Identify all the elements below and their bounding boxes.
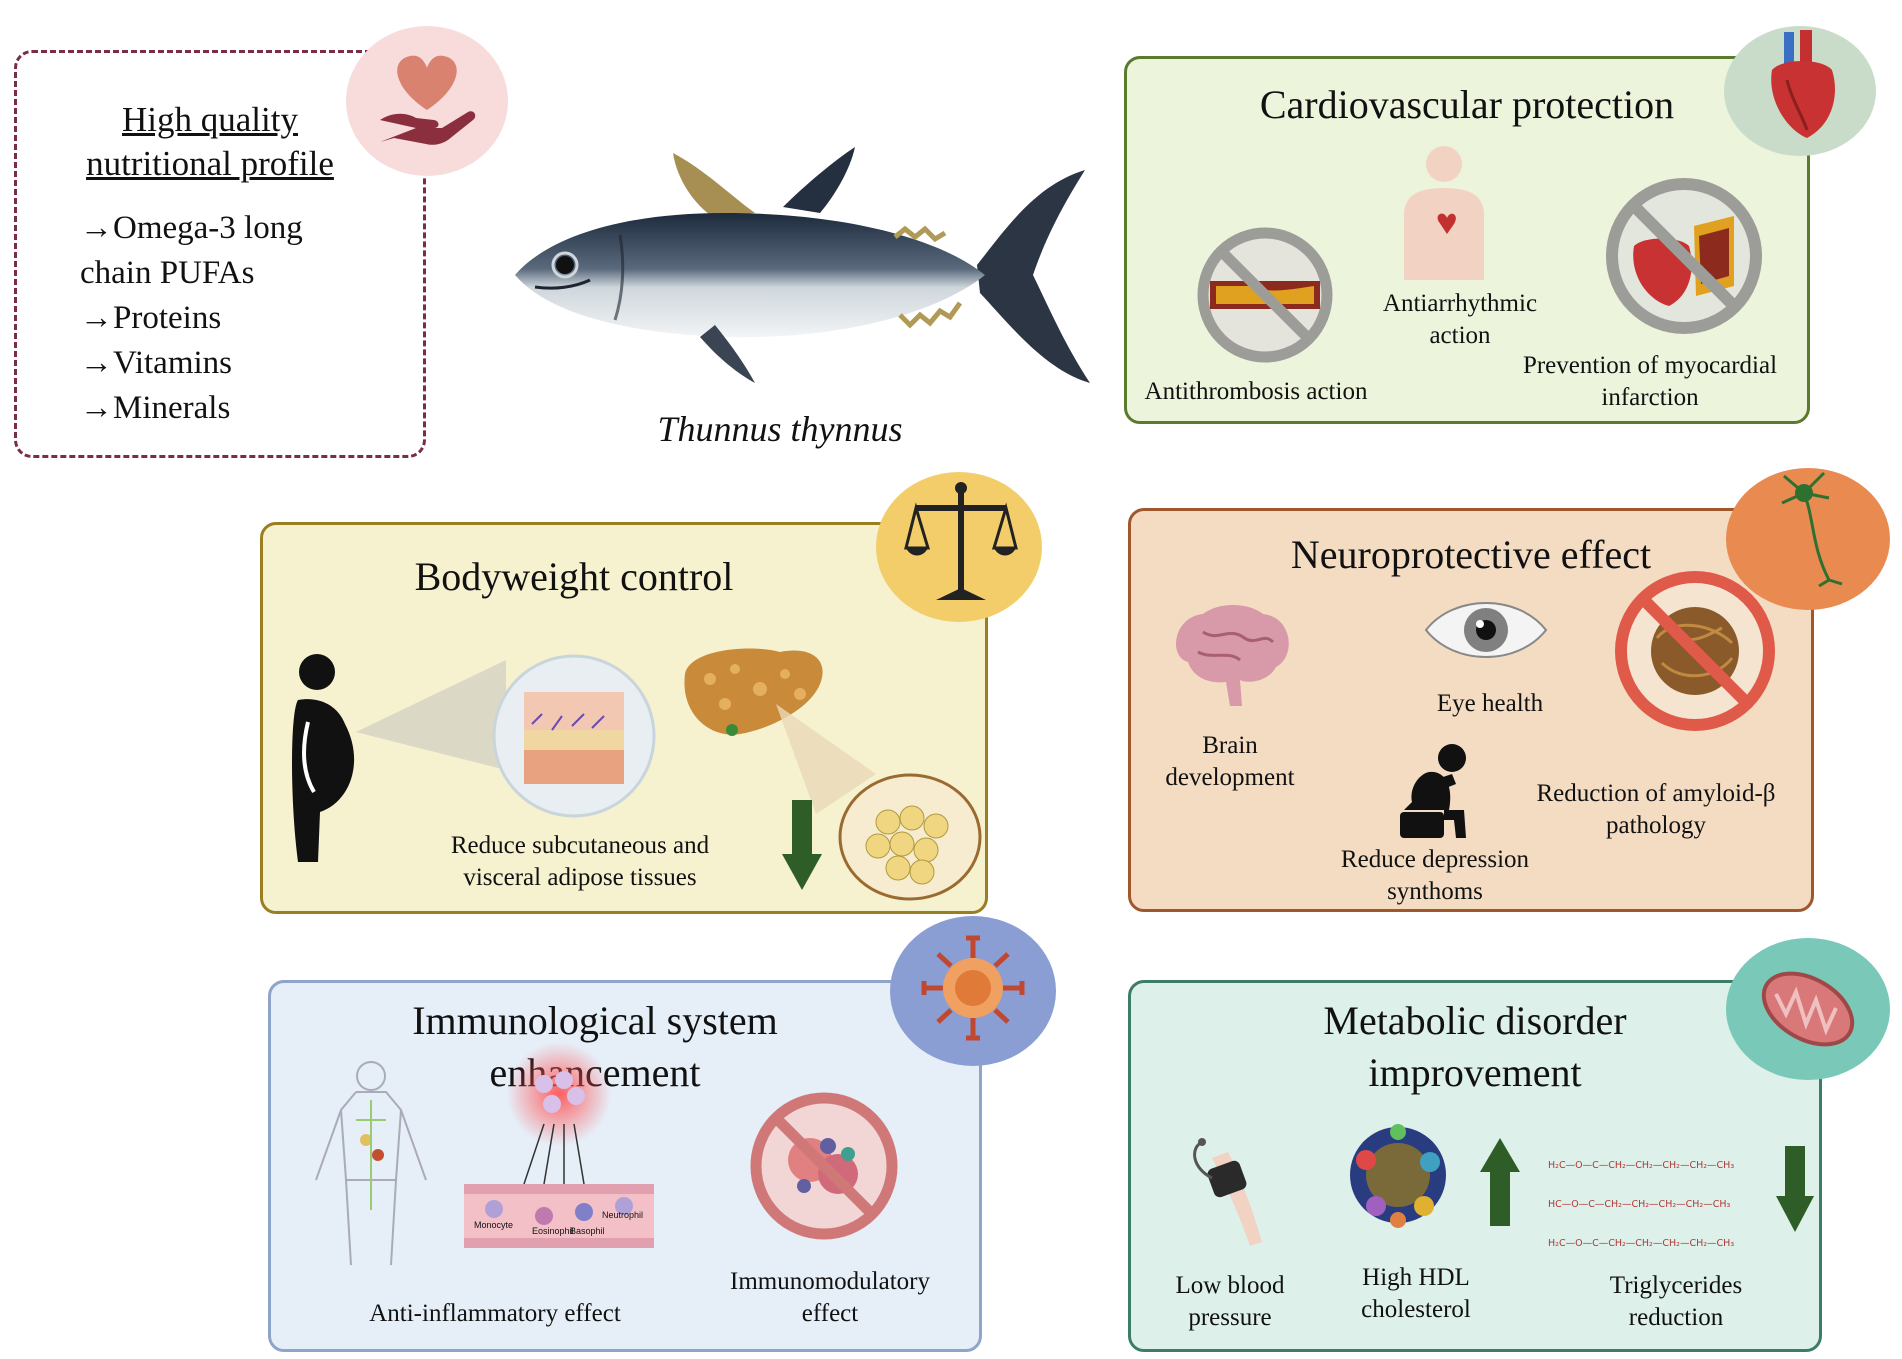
up-arrow-icon — [1480, 1138, 1520, 1226]
blood-pressure-label-2: pressure — [1188, 1304, 1272, 1331]
brain-label-2: development — [1165, 764, 1295, 791]
antiarrhythmic-label-1: Antiarrhythmic — [1382, 290, 1538, 317]
down-arrow-icon — [1776, 1146, 1814, 1232]
nutrition-item: chain PUFAs — [80, 255, 255, 291]
brain-icon — [1176, 605, 1289, 706]
blood-pressure-label-1: Low blood — [1175, 1272, 1285, 1299]
immunomodulatory-label-2: effect — [801, 1300, 859, 1327]
nutrition-box — [14, 50, 426, 458]
amyloid-plaque-icon — [1615, 571, 1775, 731]
human-torso-heart-icon — [1404, 146, 1484, 280]
cell-label-eosinophil: Eosinophil — [532, 1226, 574, 1236]
obese-person-icon — [292, 654, 355, 862]
neuron-icon — [1781, 471, 1843, 588]
heart-organ-icon — [1771, 30, 1835, 138]
cell-label-basophil: Basophil — [570, 1226, 605, 1236]
skin-tissue-icon — [492, 654, 656, 818]
nutrition-list: →Omega-3 long chain PUFAs →Proteins →Vit… — [80, 206, 400, 431]
immune-cell-icon — [921, 935, 1025, 1041]
inflammation-vessel-icon — [464, 1042, 654, 1248]
metabolic-panel: Metabolic disorder improvement — [1128, 980, 1822, 1352]
immuno-title-1: Immunological system — [412, 998, 778, 1043]
anti-inflammatory-label: Anti-inflammatory effect — [369, 1300, 621, 1327]
down-arrow-icon — [782, 800, 822, 890]
amyloid-label-1: Reduction of amyloid-β — [1536, 780, 1776, 807]
liver-zoom-cone — [776, 704, 876, 814]
cell-label-monocyte: Monocyte — [474, 1220, 514, 1230]
depressed-person-icon — [1400, 744, 1466, 838]
bodyweight-caption-1: Reduce subcutaneous and — [450, 832, 710, 859]
nutrition-title: High quality nutritional profile — [40, 98, 380, 186]
tuna-fish-illustration — [515, 147, 1090, 383]
hdl-label-2: cholesterol — [1361, 1296, 1471, 1323]
cardio-title: Cardiovascular protection — [1259, 82, 1675, 127]
metabolic-title-2: improvement — [1368, 1050, 1582, 1095]
lymphatic-body-icon — [315, 1061, 427, 1266]
mitochondria-icon — [1761, 971, 1855, 1047]
nutrition-item: →Vitamins — [80, 345, 233, 381]
antiarrhythmic-label-2: action — [1429, 322, 1491, 349]
triglyceride-row: H₂C—O—C—CH₂—CH₂—CH₂—CH₂—CH₃ — [1548, 1160, 1735, 1171]
triglyceride-row: H₂C—O—C—CH₂—CH₂—CH₂—CH₂—CH₃ — [1548, 1238, 1735, 1249]
cell-label-neutrophil: Neutrophil — [602, 1210, 644, 1220]
immunomodulatory-label-1: Immunomodulatory — [730, 1268, 930, 1295]
balance-scale-icon — [904, 482, 1018, 600]
adipocytes-icon — [838, 773, 982, 901]
heart-hand-icon — [380, 55, 476, 145]
eye-label: Eye health — [1436, 690, 1544, 717]
immunomodulatory-icon — [750, 1092, 898, 1240]
blood-pressure-cuff-icon — [1193, 1138, 1262, 1246]
triglyceride-label-2: reduction — [1628, 1304, 1724, 1331]
brain-label-1: Brain — [1202, 732, 1258, 759]
hdl-label-1: High HDL — [1362, 1264, 1470, 1291]
depression-label-1: Reduce depression — [1340, 846, 1530, 873]
infarction-label-2: infarction — [1601, 384, 1699, 411]
nutrition-title-line1: High quality — [122, 100, 298, 139]
neuro-title: Neuroprotective effect — [1290, 532, 1652, 577]
zoom-cone — [356, 660, 506, 770]
antithrombosis-label: Antithrombosis action — [1144, 378, 1368, 405]
eye-icon — [1424, 602, 1548, 658]
metabolic-title-1: Metabolic disorder — [1323, 998, 1627, 1043]
nutrition-title-line2: nutritional profile — [86, 144, 334, 183]
bodyweight-caption-2: visceral adipose tissues — [463, 864, 697, 891]
hdl-particle-icon — [1350, 1124, 1446, 1228]
species-name: Thunnus thynnus — [657, 409, 903, 449]
infarction-prevention-icon — [1606, 178, 1762, 334]
triglyceride-label-1: Triglycerides — [1609, 1272, 1743, 1299]
antithrombosis-icon — [1197, 227, 1333, 363]
triglyceride-structure: H₂C—O—C—CH₂—CH₂—CH₂—CH₂—CH₃ HC—O—C—CH₂—C… — [1548, 1146, 1768, 1263]
bodyweight-title: Bodyweight control — [414, 554, 734, 599]
infarction-label-1: Prevention of myocardial — [1522, 352, 1778, 379]
depression-label-2: synthoms — [1387, 878, 1483, 905]
triglyceride-row: HC—O—C—CH₂—CH₂—CH₂—CH₂—CH₃ — [1548, 1199, 1731, 1210]
nutrition-item: →Omega-3 long — [80, 210, 303, 246]
amyloid-label-2: pathology — [1606, 812, 1706, 839]
nutrition-item: →Proteins — [80, 300, 222, 336]
nutrition-item: →Minerals — [80, 390, 231, 426]
